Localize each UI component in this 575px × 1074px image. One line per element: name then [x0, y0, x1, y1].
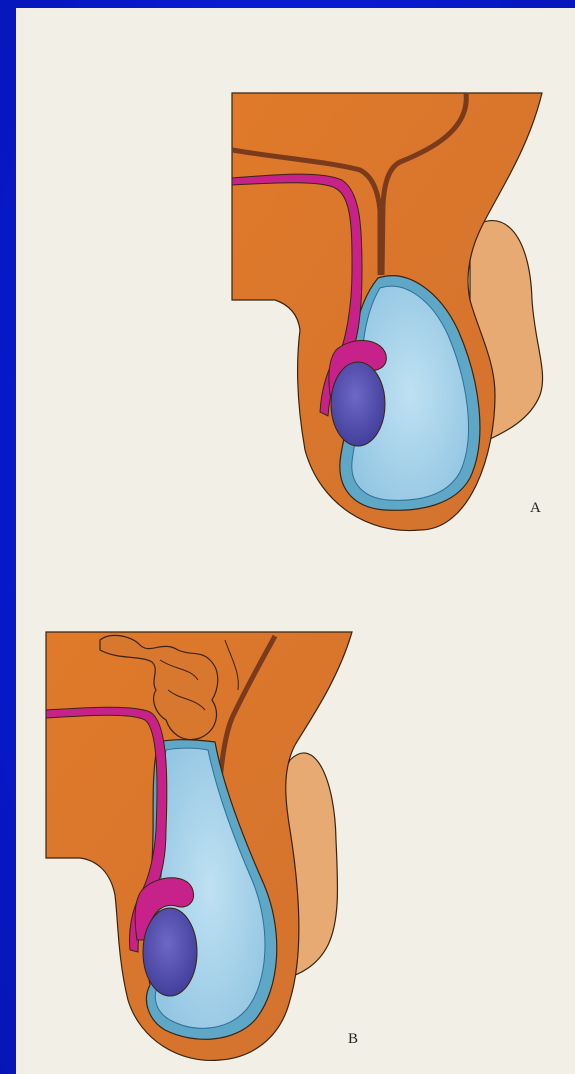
figure-a-label: A: [530, 500, 541, 516]
figure-b: B: [46, 632, 358, 1060]
figure-b-testis: [143, 908, 197, 996]
figure-a: A: [232, 93, 543, 531]
figure-b-label: B: [348, 1031, 358, 1047]
figure-a-testis: [331, 362, 385, 446]
